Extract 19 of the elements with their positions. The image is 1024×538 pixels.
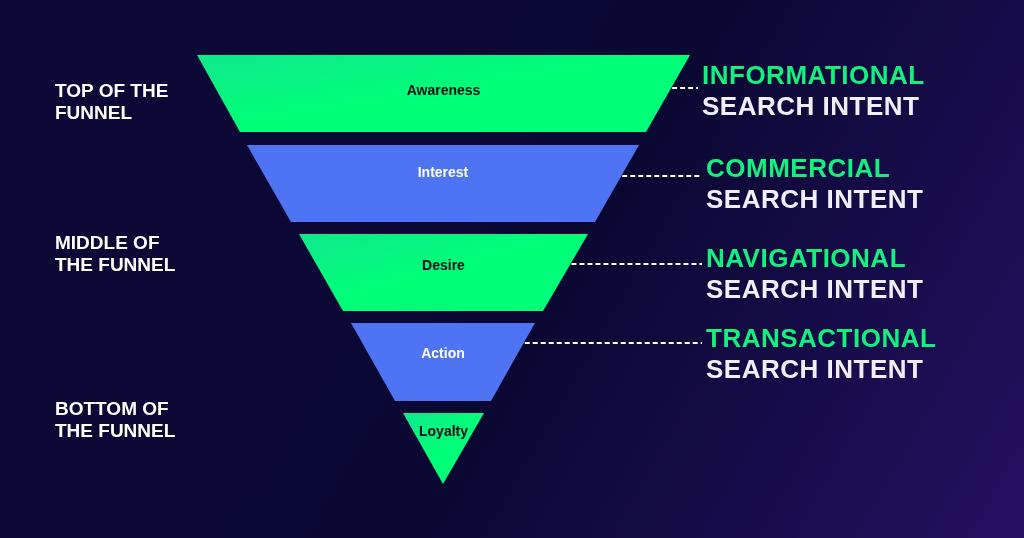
intent-label: SEARCH INTENT: [706, 354, 924, 385]
dashed-connector: [523, 342, 703, 344]
intent-label: SEARCH INTENT: [706, 184, 924, 215]
stage-label: Awareness: [406, 82, 481, 98]
stage-label: Action: [421, 345, 465, 361]
stage-label: Loyalty: [419, 423, 468, 439]
funnel-stage-label: BOTTOM OF THE FUNNEL: [55, 398, 177, 442]
funnel-stage-label: TOP OF THE FUNNEL: [55, 80, 170, 124]
dashed-connector: [570, 263, 703, 265]
intent-type: INFORMATIONAL: [702, 60, 925, 91]
stage-label: Desire: [422, 257, 465, 273]
intent-label: SEARCH INTENT: [706, 274, 924, 305]
stage-label: Interest: [417, 164, 469, 180]
dashed-connector: [671, 87, 699, 89]
intent-label: SEARCH INTENT: [702, 91, 920, 122]
intent-type: TRANSACTIONAL: [706, 323, 937, 354]
intent-type: NAVIGATIONAL: [706, 243, 907, 274]
intent-type: COMMERCIAL: [706, 153, 891, 184]
funnel-stage-label: MIDDLE OF THE FUNNEL: [55, 232, 177, 276]
